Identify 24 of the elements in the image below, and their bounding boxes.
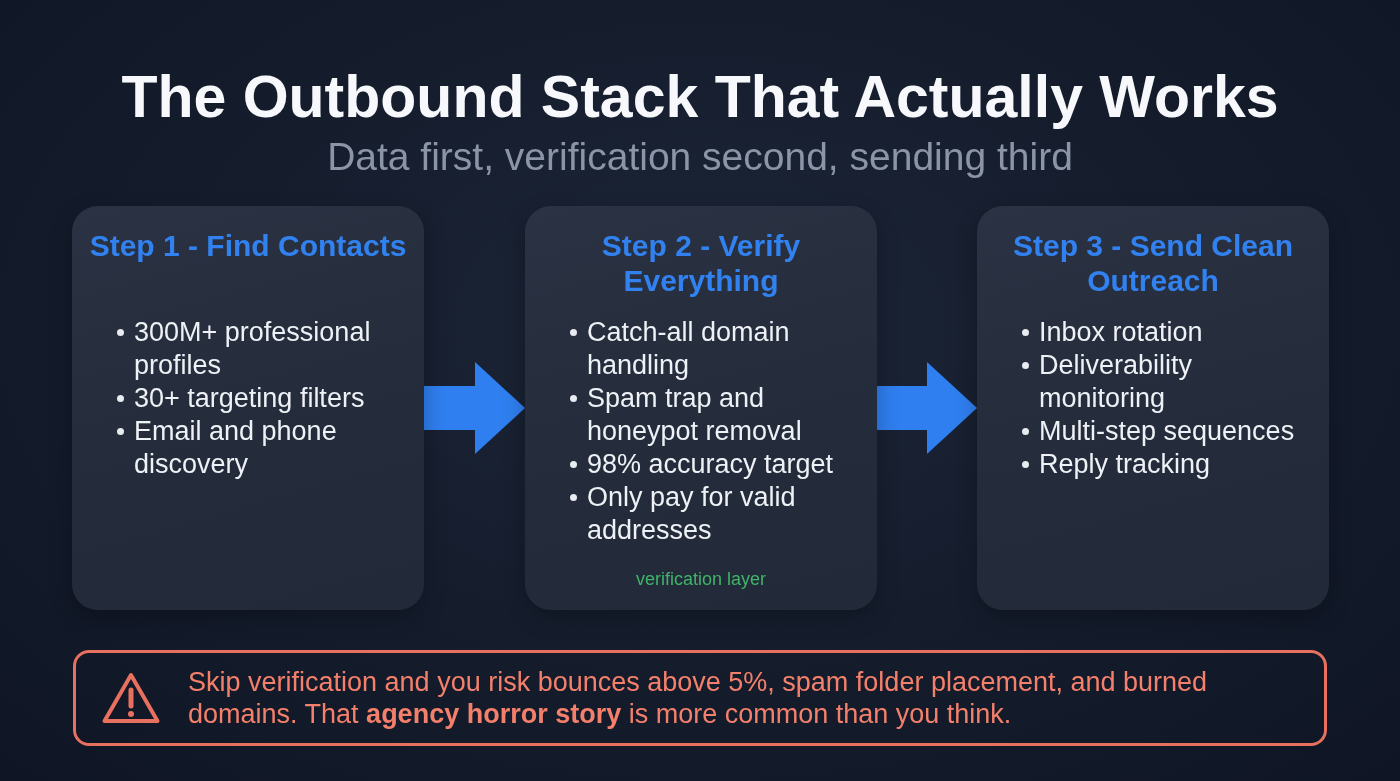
subtitle: Data first, verification second, sending third <box>327 134 1073 180</box>
list-item-text: Deliverability monitoring <box>1039 350 1193 413</box>
list-item-text: 30+ targeting filters <box>134 383 365 413</box>
list-item-text: Reply tracking <box>1039 449 1211 479</box>
list-item-text: Inbox rotation <box>1039 317 1203 347</box>
warning-text: Skip verification and you risk bounces above 5%, spam folder placement, and burned domains. That agency horror story is more common than you think. <box>188 666 1209 730</box>
step-heading: Step 1 - Find Contacts <box>89 228 407 263</box>
list-item-text: 98% accuracy target <box>587 449 834 479</box>
list-item-text: Multi-step sequences <box>1039 416 1295 446</box>
list-item-text: Only pay for valid addresses <box>587 482 796 545</box>
list-item-text: Spam trap and honeypot removal <box>587 383 802 446</box>
step-heading: Step 3 - Send Clean Outreach <box>1011 228 1295 298</box>
warning-banner <box>73 650 1327 746</box>
step-heading: Step 2 - Verify Everything <box>600 228 802 298</box>
flow-arrow <box>424 362 525 454</box>
list-item-text: Catch-all domain handling <box>587 317 790 380</box>
footnote-text: verification layer <box>635 568 767 590</box>
step-card <box>72 206 424 610</box>
list-item-text: Email and phone discovery <box>134 416 337 479</box>
step-card <box>977 206 1329 610</box>
title: The Outbound Stack That Actually Works <box>121 63 1279 132</box>
flow-arrow <box>877 362 977 454</box>
list-item-text: 300M+ professional profiles <box>134 317 371 380</box>
step-card <box>525 206 877 610</box>
